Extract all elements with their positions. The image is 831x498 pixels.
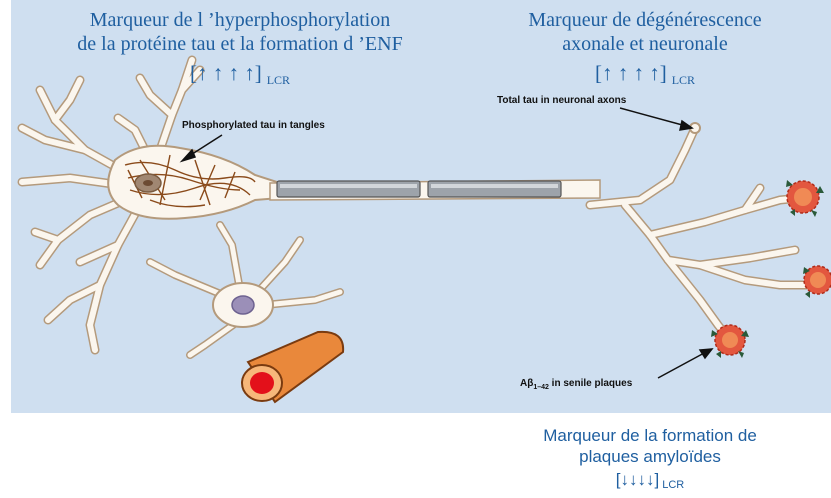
plaques-label: Aβ1–42 in senile plaques: [520, 378, 632, 391]
title-line-1: Marqueur de la formation de: [515, 425, 785, 446]
senile-plaque-2: [803, 266, 831, 298]
title-line-1: Marqueur de dégénérescence: [480, 8, 810, 32]
abeta-subscript: 1–42: [533, 384, 549, 391]
myelin-sheath-1: [277, 181, 420, 197]
title-line-2: plaques amyloïdes: [515, 446, 785, 467]
myelin-sheath-2: [428, 181, 561, 197]
axons-label: Total tau in neuronal axons: [497, 95, 626, 106]
title-line-2: de la protéine tau et la formation d ’EN…: [20, 32, 460, 56]
tau-phosphorylation-marker-title: Marqueur de l ’hyperphosphorylation de l…: [20, 8, 460, 56]
title-line-1: Marqueur de l ’hyperphosphorylation: [20, 8, 460, 32]
blood-vessel: [242, 332, 343, 402]
axonal-degeneration-csf-level: [↑ ↑ ↑ ↑] LCR: [480, 60, 810, 89]
amyloid-plaque-marker-title: Marqueur de la formation de plaques amyl…: [515, 425, 785, 467]
abeta-symbol: Aβ: [520, 378, 533, 389]
arrows-up: [↑ ↑ ↑ ↑]: [595, 61, 667, 85]
amyloid-csf-level: [↓↓↓↓]LCR: [515, 470, 785, 492]
plaques-text: in senile plaques: [549, 378, 632, 389]
title-line-2: axonale et neuronale: [480, 32, 810, 56]
tangles-label: Phosphorylated tau in tangles: [182, 120, 325, 131]
csf-label: LCR: [267, 73, 290, 87]
senile-plaque-1: [786, 180, 824, 217]
csf-label: LCR: [662, 479, 684, 491]
axonal-degeneration-marker-title: Marqueur de dégénérescence axonale et ne…: [480, 8, 810, 56]
tau-phosphorylation-csf-level: [↑ ↑ ↑ ↑] LCR: [20, 60, 460, 89]
arrows-down: [↓↓↓↓]: [616, 470, 659, 489]
csf-label: LCR: [672, 73, 695, 87]
arrows-up: [↑ ↑ ↑ ↑]: [190, 61, 262, 85]
pointer-arrows: [182, 108, 712, 378]
